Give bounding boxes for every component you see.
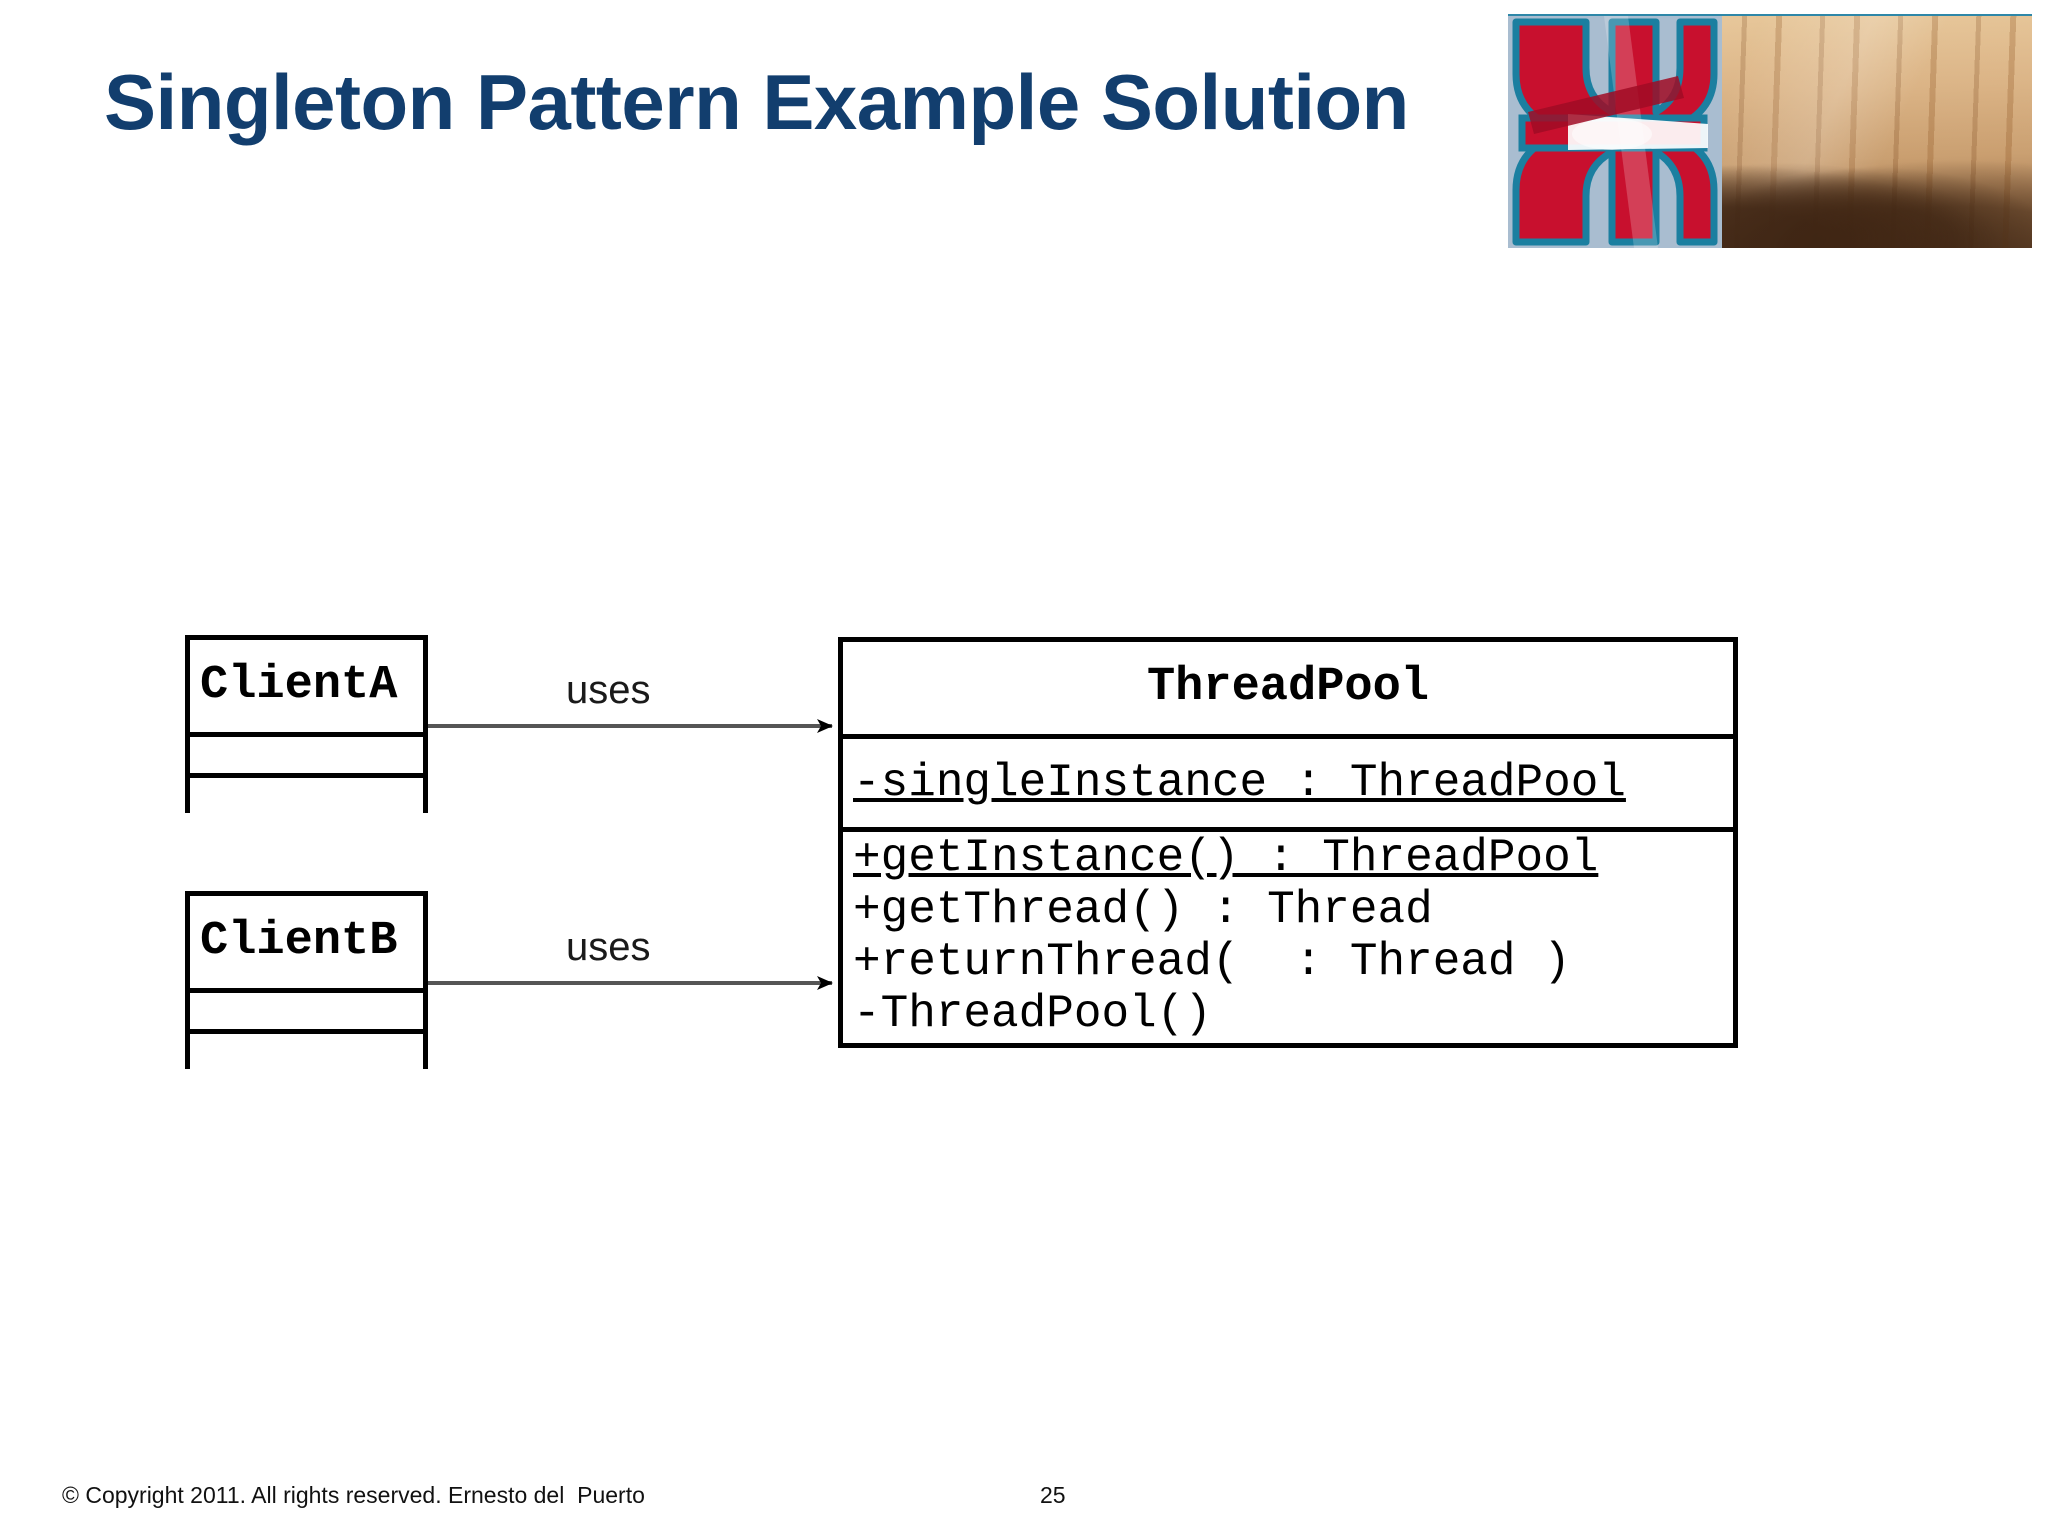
threadpool-operation-getinstance: +getInstance() : ThreadPool [853, 832, 1599, 884]
threadpool-attribute-singleinstance: -singleInstance : ThreadPool [853, 757, 1626, 809]
threadpool-attributes-compartment: -singleInstance : ThreadPool [843, 734, 1733, 827]
clienta-operations-compartment [190, 773, 423, 813]
clientb-class-name: ClientB [200, 915, 398, 968]
threadpool-operation-constructor: -ThreadPool() [853, 988, 1212, 1040]
uml-class-threadpool[interactable]: ThreadPool -singleInstance : ThreadPool … [838, 637, 1738, 1048]
clientb-name-compartment: ClientB [190, 896, 423, 988]
threadpool-operations-compartment: +getInstance() : ThreadPool +getThread()… [843, 827, 1733, 1043]
course-logo-banner [1508, 14, 2032, 248]
uml-class-clienta[interactable]: ClientA [185, 635, 428, 813]
association-label-clientb-uses: uses [566, 925, 651, 969]
footer-page-number: 25 [1040, 1482, 1066, 1508]
threadpool-operation-returnthread: +returnThread( : Thread ) [853, 936, 1571, 988]
clienta-attributes-compartment [190, 732, 423, 773]
threadpool-name-compartment: ThreadPool [843, 642, 1733, 734]
threadpool-class-name: ThreadPool [1146, 661, 1430, 714]
clienta-class-name: ClientA [200, 659, 398, 712]
association-label-clienta-uses: uses [566, 668, 651, 712]
clientb-attributes-compartment [190, 988, 423, 1029]
footer-copyright: © Copyright 2011. All rights reserved. E… [62, 1482, 645, 1508]
page-title: Singleton Pattern Example Solution [104, 58, 1409, 146]
uml-class-clientb[interactable]: ClientB [185, 891, 428, 1069]
emblem-icon [1512, 16, 1718, 248]
threadpool-operation-getthread: +getThread() : Thread [853, 884, 1433, 936]
clientb-operations-compartment [190, 1029, 423, 1069]
clienta-name-compartment: ClientA [190, 640, 423, 732]
